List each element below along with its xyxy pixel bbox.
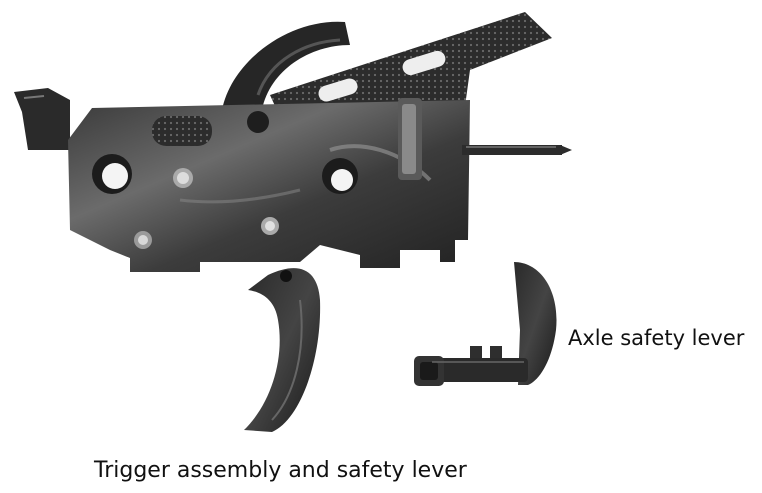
hammer (222, 21, 350, 110)
pin-rod (462, 145, 572, 155)
safety-slide-lever (270, 12, 552, 128)
rear-catch (14, 88, 70, 150)
trigger (244, 268, 321, 432)
axle-safety-lever-part (414, 262, 557, 386)
figure-caption: Trigger assembly and safety lever (94, 458, 467, 483)
part-label: Axle safety lever (568, 326, 745, 350)
trigger-housing (68, 98, 470, 272)
